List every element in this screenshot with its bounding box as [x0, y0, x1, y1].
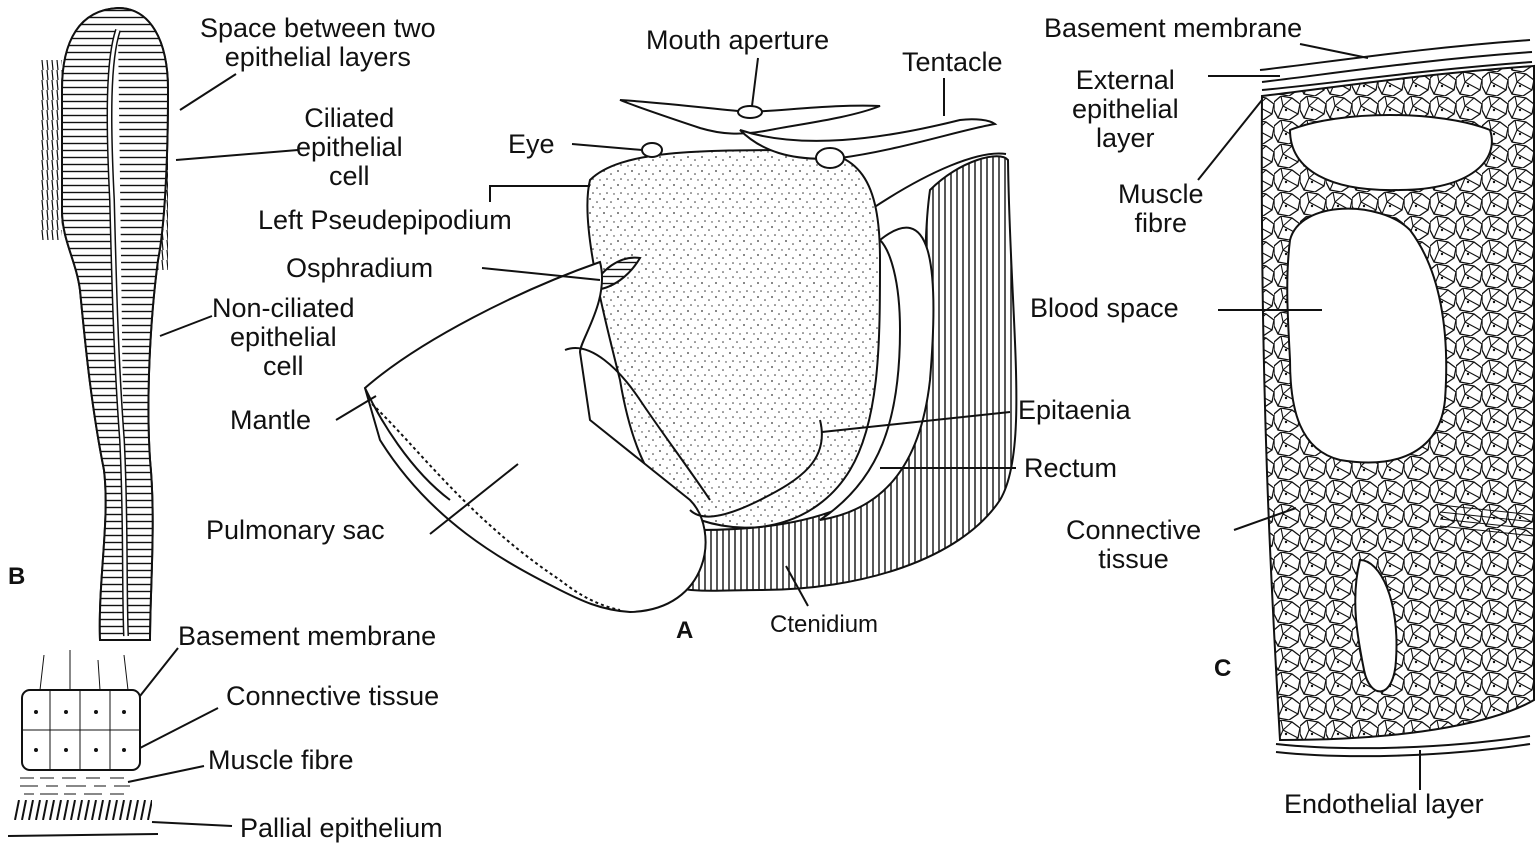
label-connective-tissue-b: Connective tissue	[226, 682, 439, 711]
label-ciliated-epithelial-cell: Ciliated epithelial cell	[296, 104, 403, 191]
label-blood-space: Blood space	[1030, 294, 1179, 323]
label-mantle: Mantle	[230, 406, 311, 435]
pallial-base-line	[8, 834, 158, 836]
eye-left	[642, 143, 662, 157]
label-external-epithelial-layer: External epithelial layer	[1072, 66, 1179, 153]
panel-a-drawing	[365, 100, 1016, 612]
panel-b-drawing	[8, 8, 168, 836]
label-basement-membrane-c: Basement membrane	[1044, 14, 1302, 43]
cilia-left	[40, 60, 62, 240]
panel-label-b: B	[8, 562, 25, 591]
label-muscle-fibre-b: Muscle fibre	[208, 746, 354, 775]
panel-label-a: A	[676, 616, 693, 645]
panel-c-drawing	[1260, 40, 1534, 756]
panel-label-c: C	[1214, 654, 1231, 683]
label-muscle-fibre-c: Muscle fibre	[1118, 180, 1204, 238]
eye-right	[816, 148, 844, 168]
mouth-aperture-shape	[738, 106, 762, 118]
label-connective-tissue-c: Connective tissue	[1066, 516, 1201, 574]
label-basement-membrane-b: Basement membrane	[178, 622, 436, 651]
label-eye: Eye	[508, 130, 555, 159]
label-space-between-epithelial-layers: Space between two epithelial layers	[200, 14, 436, 72]
label-non-ciliated-epithelial-cell: Non-ciliated epithelial cell	[212, 294, 355, 381]
label-ctenidium: Ctenidium	[770, 610, 878, 639]
label-endothelial-layer: Endothelial layer	[1284, 790, 1484, 819]
pallial-epithelium-band	[14, 800, 152, 820]
label-left-pseudepipodium: Left Pseudepipodium	[258, 206, 512, 235]
label-rectum: Rectum	[1024, 454, 1117, 483]
muscle-fibre-dashes	[20, 778, 130, 794]
label-mouth-aperture: Mouth aperture	[646, 26, 829, 55]
label-pallial-epithelium: Pallial epithelium	[240, 814, 443, 843]
label-pulmonary-sac: Pulmonary sac	[206, 516, 385, 545]
label-tentacle: Tentacle	[902, 48, 1003, 77]
label-osphradium: Osphradium	[286, 254, 433, 283]
label-epitaenia: Epitaenia	[1018, 396, 1131, 425]
connective-tissue-cells	[22, 650, 140, 770]
